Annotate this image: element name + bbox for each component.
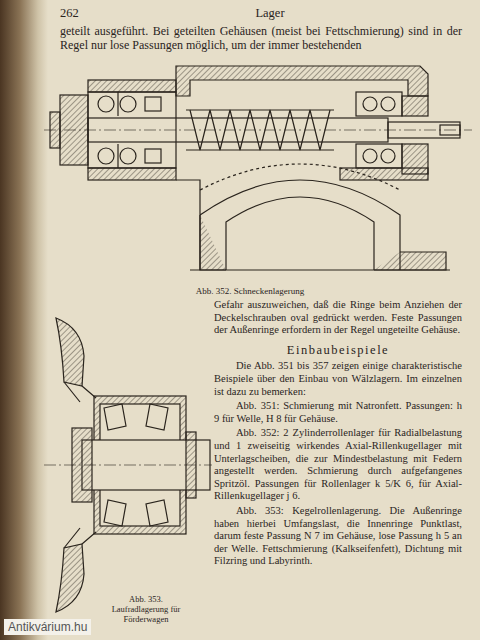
body-text: Abb. 351: Schmierung mit Natronfett. Pas…	[214, 400, 462, 425]
wheel-bearing-drawing	[44, 318, 212, 612]
figure-caption: Abb. 352. Schneckenlagerung	[140, 286, 360, 296]
section-heading: Einbaubeispiele	[214, 344, 462, 357]
figure-caption: Abb. 353. Laufradlagerung für Förderwage…	[100, 594, 192, 624]
body-text: Gefahr auszuweichen, daß die Ringe beim …	[214, 299, 462, 337]
body-text: Die Abb. 351 bis 357 zeigen einige chara…	[214, 360, 462, 398]
running-head: Lager	[220, 6, 320, 21]
body-text: Abb. 352: 2 Zylinderrollenlager für Radi…	[214, 427, 462, 503]
book-binding-shadow	[0, 0, 48, 640]
watermark: Antikvárium.hu	[4, 619, 91, 635]
text-column: Gefahr auszuweichen, daß die Ringe beim …	[214, 299, 462, 568]
worm-bearing-drawing	[44, 66, 472, 270]
body-text: Abb. 353: Kegelrollenlagerung. Die Außen…	[214, 505, 462, 568]
body-text: geteilt ausgeführt. Bei geteilten Gehäus…	[60, 24, 462, 52]
page-number: 262	[60, 6, 79, 21]
